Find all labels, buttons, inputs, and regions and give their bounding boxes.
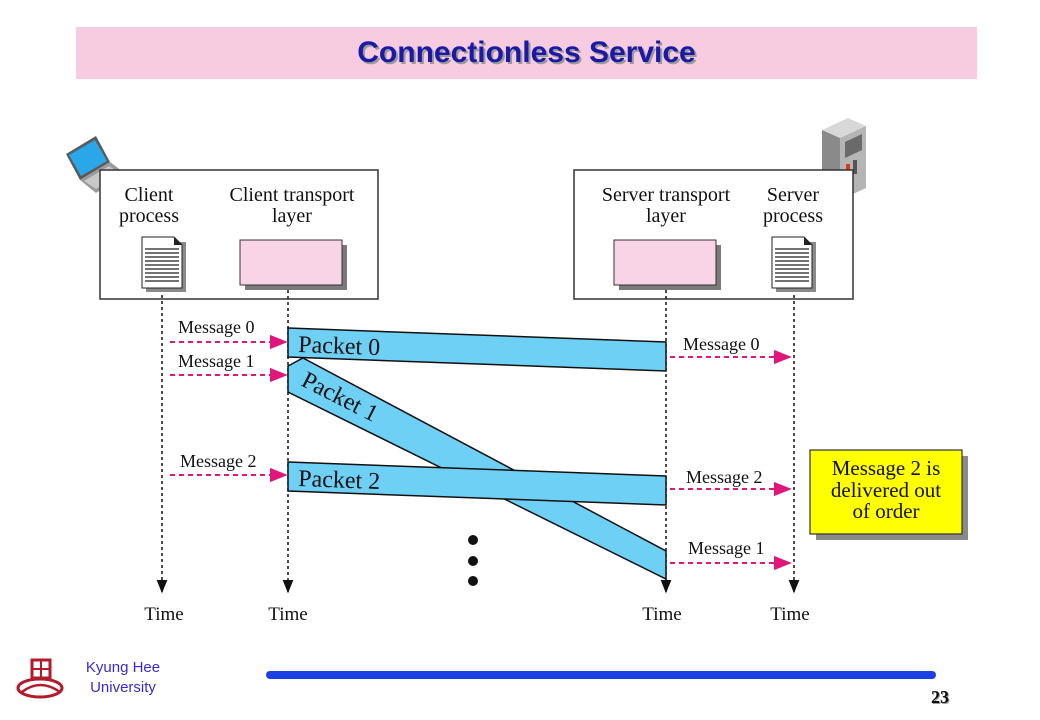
time-label-client-process: Time: [144, 604, 183, 625]
document-icon: [771, 236, 816, 292]
server-message-2-label: Message 2: [686, 467, 762, 487]
page-title: Connectionless Service: [357, 36, 696, 69]
client-message-0-label: Message 0: [178, 317, 254, 337]
client-transport-label-2: layer: [272, 205, 312, 227]
note-line-3: of order: [852, 499, 919, 523]
server-process-label-2: process: [763, 205, 823, 227]
time-label-client-transport: Time: [268, 604, 307, 625]
note-line-1: Message 2 is: [832, 456, 941, 480]
university-logo-icon: [16, 658, 64, 699]
server-transport-label: Server transport: [602, 184, 731, 206]
ellipsis-dots: [468, 535, 478, 586]
university-name: Kyung Hee University: [63, 658, 183, 698]
client-process-label: Client: [125, 184, 174, 206]
client-message-1-label: Message 1: [178, 351, 254, 371]
note-line-2: delivered out: [831, 478, 941, 502]
university-line-1: Kyung Hee: [85, 659, 161, 676]
server-layer-box: [613, 239, 717, 286]
server-message-1-label: Message 1: [688, 538, 764, 558]
packet-0-band: [287, 327, 667, 372]
packet-2-label: Packet 2: [298, 466, 381, 495]
note-box: [809, 449, 963, 535]
time-label-server-transport: Time: [642, 604, 681, 625]
client-transport-label: Client transport: [230, 184, 355, 206]
document-icon: [141, 236, 186, 292]
title-bar: Connectionless Service: [76, 27, 977, 79]
packet-2-band: [287, 461, 667, 506]
client-message-2-label: Message 2: [180, 451, 256, 471]
server-message-0-label: Message 0: [683, 334, 759, 354]
client-layer-box: [239, 239, 343, 286]
packet-0-label: Packet 0: [298, 332, 381, 361]
university-line-2: University: [90, 679, 156, 696]
time-label-server-process: Time: [770, 604, 809, 625]
client-process-label-2: process: [119, 205, 179, 227]
page-number: 23: [931, 687, 949, 707]
server-transport-label-2: layer: [646, 205, 686, 227]
footer-bar: [266, 671, 936, 679]
server-process-label: Server: [767, 184, 820, 206]
